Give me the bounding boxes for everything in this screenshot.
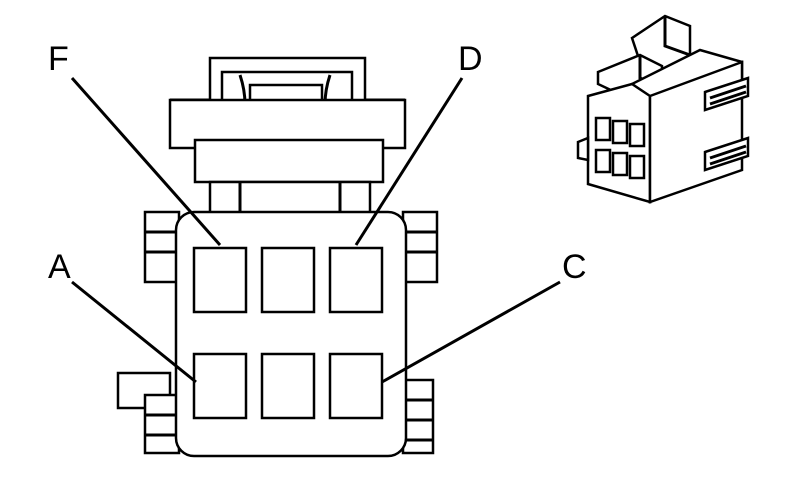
thumbnail-cavity-1 [594,116,612,142]
callout-label-f: F [48,40,69,78]
leader-line-d [354,77,464,246]
leader-line-f [70,77,222,246]
leader-line-c [381,280,561,384]
leader-line-a [71,280,197,384]
callout-label-d: D [458,40,483,78]
cavity-f [192,246,248,314]
thumbnail-cavity-4 [594,148,612,174]
cavity-a [192,352,248,420]
thumbnail-cavity-3 [628,122,646,148]
cavity-d [328,246,384,314]
cavity-grid [192,246,384,420]
callout-label-a: A [48,248,71,286]
callout-label-c: C [562,248,587,286]
thumbnail-cavity-5 [611,151,629,177]
top-latch [168,56,407,218]
connector-face-view: F D A C [48,40,587,458]
side-ribs [116,210,439,455]
cavity-middle-top [260,246,316,314]
cavity-c [328,352,384,420]
connector-isometric-view [576,14,750,204]
cavity-middle-bottom [260,352,316,420]
thumbnail-cavity-2 [611,119,629,145]
thumbnail-cavity-6 [628,154,646,180]
